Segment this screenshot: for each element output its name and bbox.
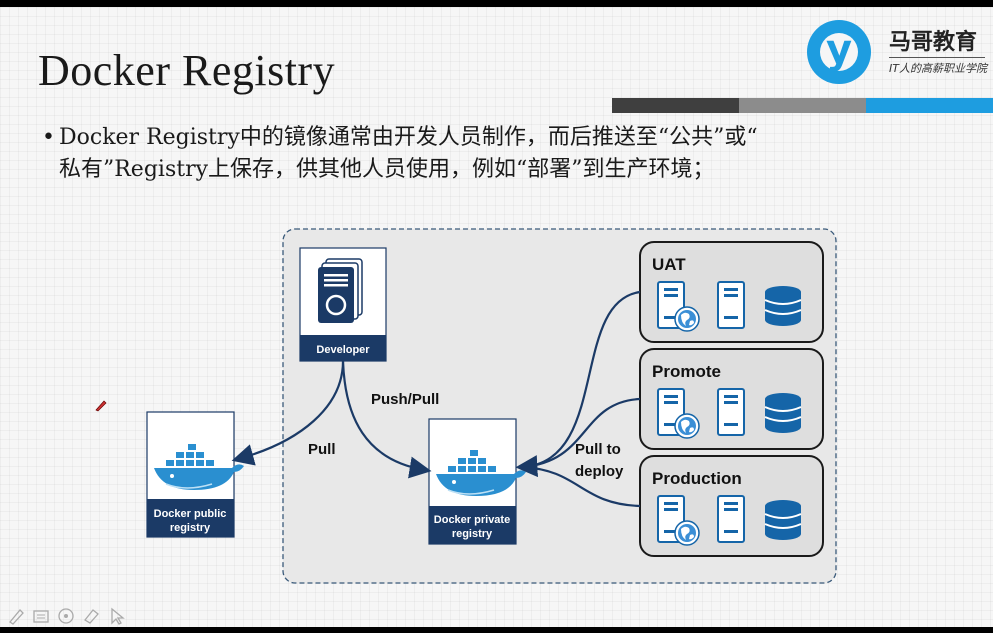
chat-icon[interactable] bbox=[58, 608, 74, 624]
bullet-text: Docker Registry中的镜像通常由开发人员制作，而后推送至“公共”或“… bbox=[59, 122, 959, 186]
public-registry-label-line1: Docker public bbox=[154, 508, 227, 520]
docker-public-registry-node: Docker public registry bbox=[146, 411, 245, 538]
logo-name: 马哥教育 bbox=[889, 30, 978, 55]
globe-icon bbox=[674, 306, 700, 332]
database-icon bbox=[764, 285, 802, 327]
slide-title: Docker Registry bbox=[38, 46, 336, 95]
header-bar-dark bbox=[612, 98, 739, 113]
env-label-promote: Promote bbox=[652, 362, 721, 381]
server-icon bbox=[717, 388, 745, 436]
eraser-icon[interactable] bbox=[84, 609, 99, 624]
document-icon bbox=[318, 258, 363, 323]
globe-icon bbox=[674, 520, 700, 546]
pointer-icon[interactable] bbox=[111, 607, 125, 625]
database-icon bbox=[764, 499, 802, 541]
slide-icon[interactable] bbox=[33, 610, 49, 623]
docker-registry-diagram: UAT Promote Production Developer bbox=[146, 228, 837, 584]
brand-logo: y 马哥教育 IT人的高薪职业学院 bbox=[807, 20, 987, 90]
pull-arrow bbox=[231, 360, 345, 466]
docker-private-registry-node: Docker private registry bbox=[428, 418, 527, 545]
header-bar-blue bbox=[866, 98, 993, 113]
deploy-label: deploy bbox=[575, 463, 624, 480]
bullet-dot: • bbox=[42, 125, 55, 150]
push-pull-label: Push/Pull bbox=[371, 391, 439, 408]
private-registry-label-line2: registry bbox=[452, 528, 493, 540]
pull-label: Pull bbox=[308, 441, 336, 458]
header-bar-gray bbox=[739, 98, 866, 113]
push-pull-arrow bbox=[341, 360, 432, 479]
server-icon bbox=[717, 495, 745, 543]
env-label-uat: UAT bbox=[652, 255, 686, 274]
slideshow-toolbar bbox=[9, 607, 125, 625]
logo-slogan: IT人的高薪职业学院 bbox=[889, 57, 987, 76]
bullet-line-1: Docker Registry中的镜像通常由开发人员制作，而后推送至“公共”或“ bbox=[59, 125, 758, 150]
globe-icon bbox=[674, 413, 700, 439]
promote-pull-arrow bbox=[521, 397, 641, 469]
developer-label: Developer bbox=[316, 344, 370, 356]
logo-letter: y bbox=[825, 27, 853, 73]
env-label-production: Production bbox=[652, 469, 742, 488]
pull-to-label: Pull to bbox=[575, 441, 621, 458]
production-pull-arrow bbox=[521, 465, 641, 508]
pen-cursor-icon bbox=[95, 400, 107, 412]
bullet-line-2: 私有”Registry上保存，供其他人员使用，例如“部署”到生产环境； bbox=[59, 157, 715, 182]
database-icon bbox=[764, 392, 802, 434]
server-icon bbox=[717, 281, 745, 329]
uat-pull-arrow bbox=[515, 290, 641, 478]
presentation-slide: Docker Registry y 马哥教育 IT人的高薪职业学院 • Dock… bbox=[0, 7, 993, 627]
logo-inner bbox=[820, 33, 858, 71]
developer-node: Developer bbox=[299, 247, 387, 362]
pen-icon[interactable] bbox=[9, 609, 24, 625]
private-registry-label-line1: Docker private bbox=[434, 514, 510, 526]
public-registry-label-line2: registry bbox=[170, 522, 211, 534]
